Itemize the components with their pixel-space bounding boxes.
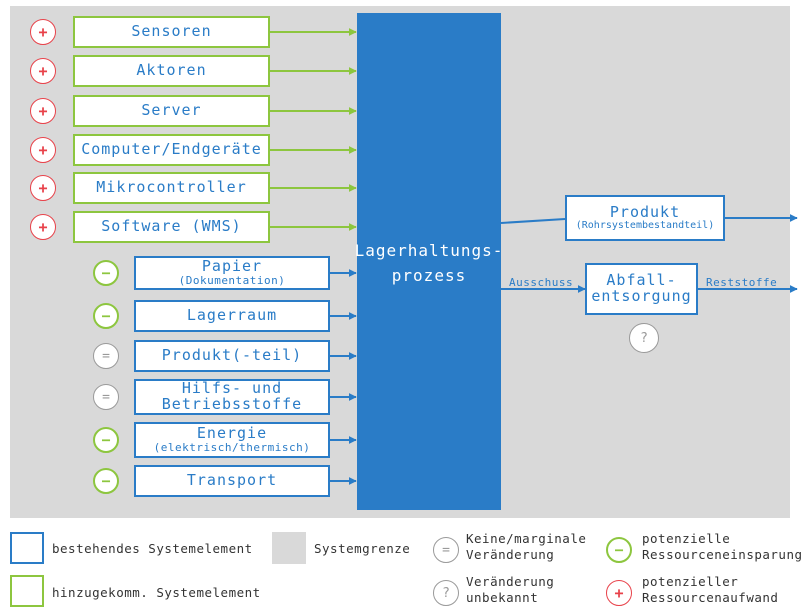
input-label: Mikrocontroller bbox=[96, 178, 247, 197]
legend-no-change: Keine/marginale Veränderung bbox=[466, 531, 586, 562]
input-sublabel: (elektrisch/thermisch) bbox=[153, 441, 311, 455]
input-label: Server bbox=[141, 101, 202, 120]
legend-existing-label: bestehendes Systemelement bbox=[52, 541, 253, 556]
output-label-line2: entsorgung bbox=[591, 287, 692, 305]
input-energie: Energie (elektrisch/thermisch) bbox=[134, 422, 330, 458]
legend-saving-line1: potenzielle bbox=[642, 531, 731, 546]
equal-icon: = bbox=[93, 384, 119, 410]
input-produkt-teil: Produkt(-teil) bbox=[134, 340, 330, 372]
input-mikrocontroller: Mikrocontroller bbox=[73, 172, 270, 204]
input-label: Produkt(-teil) bbox=[161, 346, 303, 365]
input-computer: Computer/Endgeräte bbox=[73, 134, 270, 166]
input-label: Hilfs- und bbox=[181, 379, 283, 398]
input-papier: Papier (Dokumentation) bbox=[134, 256, 330, 290]
minus-icon: − bbox=[93, 260, 119, 286]
output-produkt: Produkt (Rohrsystembestandteil) bbox=[565, 195, 725, 241]
input-software: Software (WMS) bbox=[73, 211, 270, 243]
input-aktoren: Aktoren bbox=[73, 55, 270, 87]
input-sublabel: (Dokumentation) bbox=[178, 274, 286, 288]
legend-no-change-line2: Veränderung bbox=[466, 546, 555, 562]
plus-icon: + bbox=[606, 580, 632, 606]
arrow-to-produkt bbox=[500, 218, 566, 224]
legend-added-swatch bbox=[10, 575, 44, 607]
minus-icon: − bbox=[93, 468, 119, 494]
input-label: Software (WMS) bbox=[101, 217, 242, 236]
plus-icon: + bbox=[30, 58, 56, 84]
input-label-2: Betriebsstoffe bbox=[161, 395, 303, 413]
plus-icon: + bbox=[30, 137, 56, 163]
input-label: Transport bbox=[186, 471, 278, 490]
legend-unknown-line1: Veränderung bbox=[466, 574, 555, 589]
plus-icon: + bbox=[30, 98, 56, 124]
legend-effort-line2: Ressourcenaufwand bbox=[642, 589, 779, 605]
reststoffe-label: Reststoffe bbox=[706, 276, 778, 289]
process-title-line2: prozess bbox=[391, 265, 467, 285]
plus-icon: + bbox=[30, 214, 56, 240]
question-icon: ? bbox=[629, 323, 659, 353]
output-label: Produkt bbox=[609, 202, 681, 221]
legend-effort-line1: potenzieller bbox=[642, 574, 739, 589]
legend-added-label: hinzugekomm. Systemelement bbox=[52, 585, 261, 600]
plus-icon: + bbox=[30, 175, 56, 201]
process-lagerhaltung: Lagerhaltungs- prozess bbox=[354, 13, 504, 510]
legend-unknown: Veränderung unbekannt bbox=[466, 574, 554, 605]
output-abfallentsorgung: Abfall- entsorgung bbox=[585, 263, 698, 315]
minus-icon: − bbox=[93, 427, 119, 453]
legend-boundary-label: Systemgrenze bbox=[314, 541, 411, 556]
input-label: Energie bbox=[196, 424, 268, 443]
output-label-line1: Abfall- bbox=[606, 271, 677, 290]
ausschuss-label: Ausschuss bbox=[509, 276, 574, 289]
output-sublabel: (Rohrsystembestandteil) bbox=[575, 219, 715, 231]
input-label: Papier bbox=[201, 257, 263, 276]
input-lagerraum: Lagerraum bbox=[134, 300, 330, 332]
input-label: Computer/Endgeräte bbox=[81, 140, 262, 159]
input-label: Aktoren bbox=[136, 61, 207, 80]
legend-existing-swatch bbox=[10, 532, 44, 564]
equal-icon: = bbox=[93, 343, 119, 369]
legend-saving-line2: Ressourceneinsparung bbox=[642, 546, 803, 562]
input-sensoren: Sensoren bbox=[73, 16, 270, 48]
legend-boundary-swatch bbox=[272, 532, 306, 564]
input-transport: Transport bbox=[134, 465, 330, 497]
legend-saving: potenzielle Ressourceneinsparung bbox=[642, 531, 803, 562]
minus-icon: − bbox=[93, 303, 119, 329]
equal-icon: = bbox=[433, 537, 459, 563]
legend-no-change-line1: Keine/marginale bbox=[466, 531, 587, 546]
input-label: Sensoren bbox=[131, 22, 212, 41]
question-icon: ? bbox=[433, 580, 459, 606]
minus-icon: − bbox=[606, 537, 632, 563]
legend-effort: potenzieller Ressourcenaufwand bbox=[642, 574, 778, 605]
plus-icon: + bbox=[30, 19, 56, 45]
process-title-line1: Lagerhaltungs- bbox=[354, 241, 504, 260]
input-label: Lagerraum bbox=[186, 306, 278, 325]
input-server: Server bbox=[73, 95, 270, 127]
legend-unknown-line2: unbekannt bbox=[466, 589, 539, 605]
input-hilfsstoffe: Hilfs- und Betriebsstoffe bbox=[134, 379, 330, 415]
